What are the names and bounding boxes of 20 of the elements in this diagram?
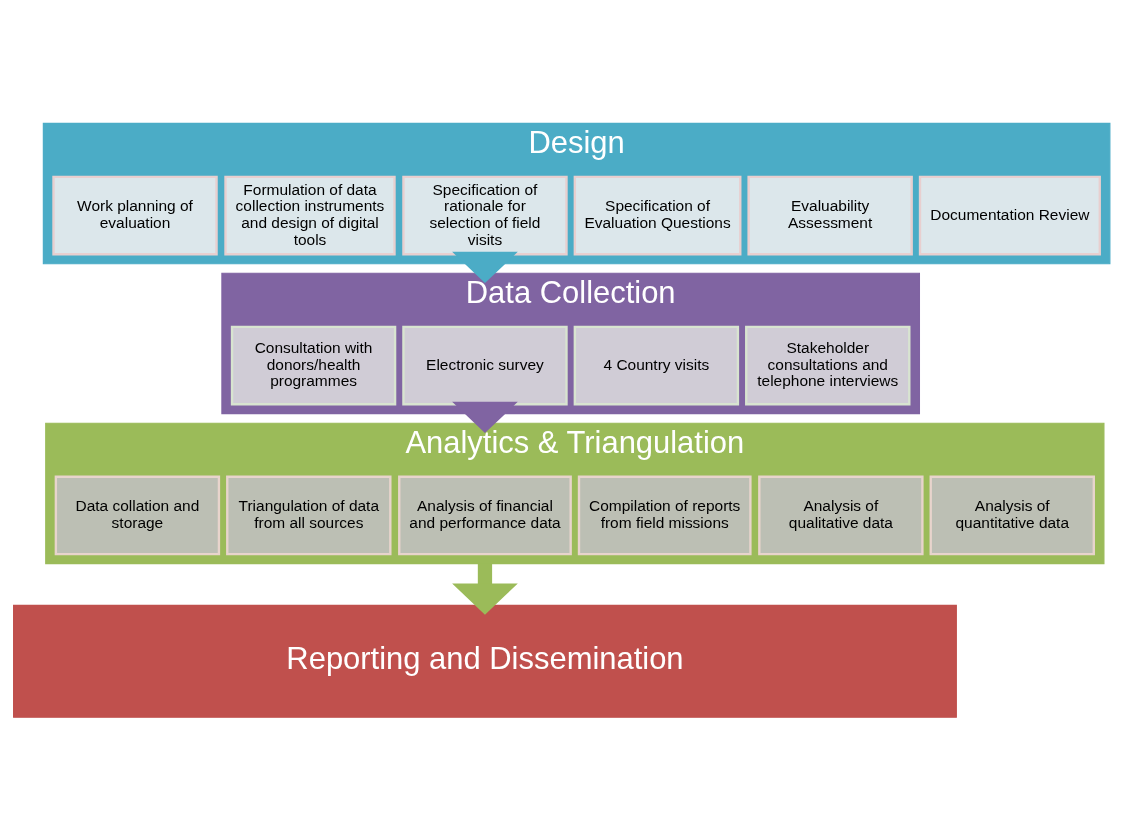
arrow [452,401,518,433]
node-box: 4 Country visits [573,325,740,405]
node-box: Specification of rationale for selection of field visits [402,175,568,255]
node-box: Analysis of qualitative data [758,475,924,555]
node-box: Evaluability Assessment [747,175,913,255]
node-box: Analysis of financial and performance data [398,475,572,555]
node-box: Triangulation of data from all sources [226,475,392,555]
node-box: Work planning of evaluation [52,175,218,255]
node-box: Formulation of data collection instruments and design of digital tools [224,175,396,255]
node-box: Reporting and Dissemination [13,604,957,718]
arrow [452,251,518,283]
node-box: Consultation with donors/health programmes [230,325,397,405]
arrow [452,563,518,615]
node-box: Data collation and storage [54,475,221,555]
node-box: Stakeholder consultations and telephone interviews [745,325,911,405]
node-box: Documentation Review [918,175,1101,255]
node-box: Specification of Evaluation Questions [573,175,742,255]
node-box: Compilation of reports from field missions [577,475,752,555]
node-box: Analysis of quantitative data [929,475,1095,555]
node-box: Electronic survey [402,325,568,405]
